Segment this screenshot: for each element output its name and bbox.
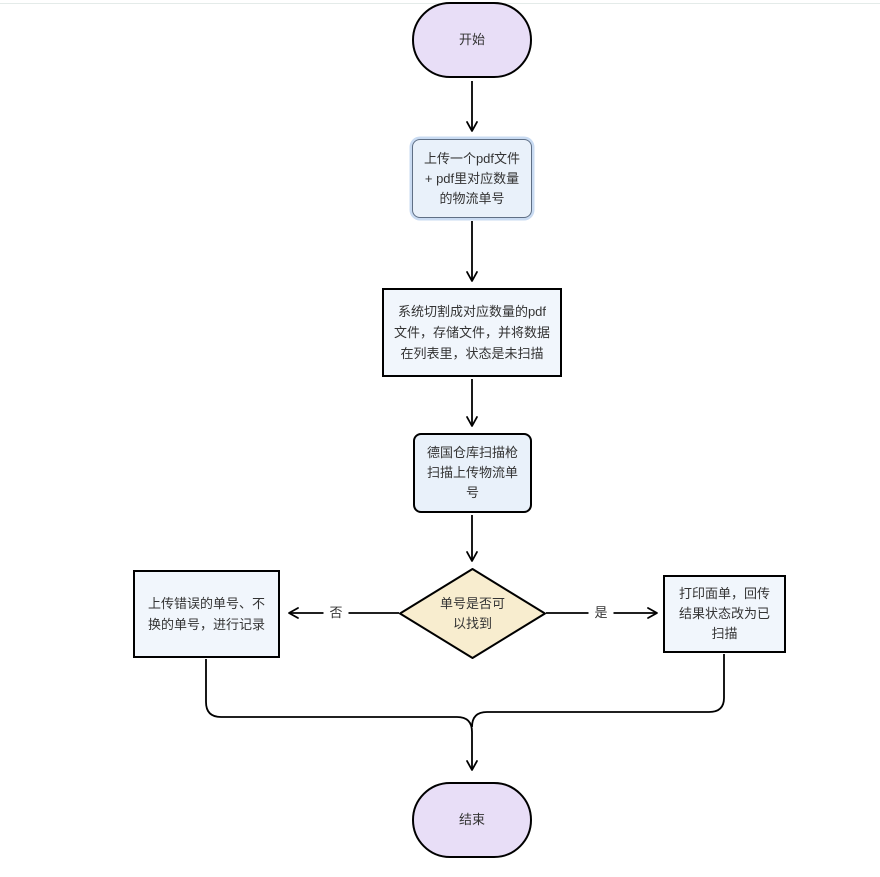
- record-error-node[interactable]: 上传错误的单号、不 换的单号，进行记录: [133, 570, 280, 658]
- upload-pdf-node[interactable]: 上传一个pdf文件 + pdf里对应数量 的物流单号: [412, 139, 532, 218]
- node-text-line: 系统切割成对应数量的pdf: [397, 304, 547, 319]
- node-text-line: 上传一个pdf文件: [423, 150, 521, 166]
- start-node-label: 开始: [458, 32, 485, 47]
- split-pdf-node[interactable]: 系统切割成对应数量的pdf 文件，存储文件，并将数据 在列表里，状态是未扫描: [382, 288, 562, 377]
- node-text-line: 打印面单，回传: [678, 586, 770, 601]
- node-text-line: 号: [465, 485, 479, 500]
- node-text-line: 文件，存储文件，并将数据: [393, 325, 550, 340]
- node-text-line: 扫描上传物流单: [426, 465, 518, 480]
- node-text-line: 德国仓库扫描枪: [426, 445, 518, 460]
- node-text-line: 单号是否可: [439, 596, 505, 611]
- start-node[interactable]: 开始: [412, 2, 532, 78]
- edge-print-to-end: [471, 654, 725, 728]
- decision-diamond[interactable]: [399, 568, 546, 659]
- node-text-line: 在列表里，状态是未扫描: [400, 346, 544, 361]
- node-text-line: 换的单号，进行记录: [147, 617, 265, 632]
- end-node[interactable]: 结束: [412, 782, 532, 858]
- end-node-label: 结束: [458, 812, 485, 827]
- node-text-line: 扫描: [711, 626, 738, 641]
- edge-label-yes: 是: [588, 604, 614, 622]
- print-label-node[interactable]: 打印面单，回传 结果状态改为已 扫描: [663, 575, 786, 653]
- node-text-line: 的物流单号: [439, 190, 505, 206]
- node-text-line: 结果状态改为已: [678, 606, 770, 621]
- node-text-line: 上传错误的单号、不: [147, 596, 265, 611]
- warehouse-scan-node[interactable]: 德国仓库扫描枪 扫描上传物流单 号: [413, 433, 532, 513]
- node-text-line: + pdf里对应数量: [424, 170, 520, 186]
- edge-record-to-end: [205, 659, 478, 771]
- node-text-line: 以找到: [452, 616, 492, 631]
- edge-label-no: 否: [323, 604, 349, 622]
- decision-node-label: 单号是否可 以找到: [402, 586, 543, 642]
